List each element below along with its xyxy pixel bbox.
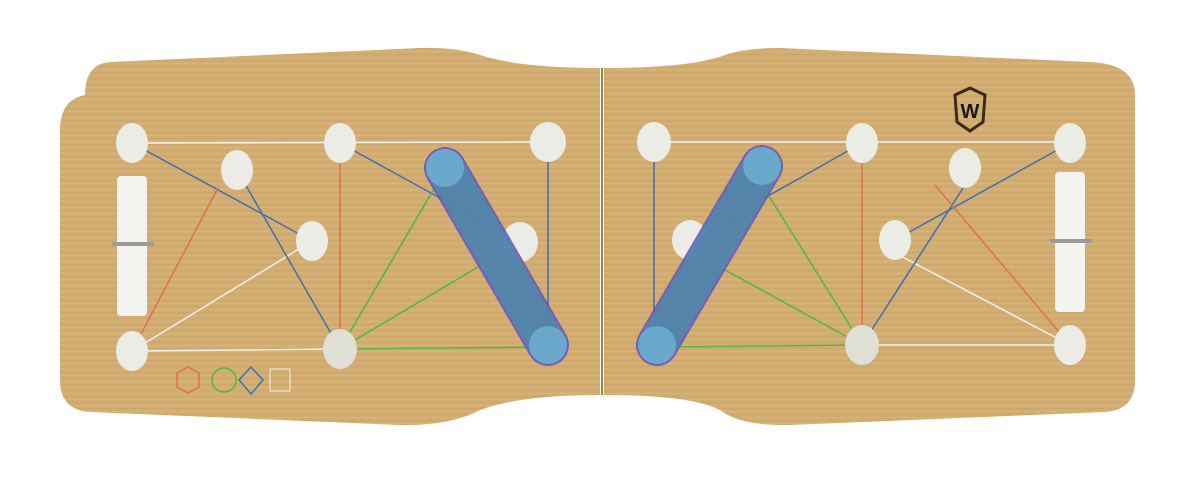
muscle-icons — [176, 365, 291, 396]
right-handle — [636, 145, 783, 366]
peg — [845, 325, 879, 365]
svg-text:W: W — [961, 101, 980, 123]
shoulder-muscle-icon — [237, 365, 265, 396]
brand-logo-icon: W — [953, 86, 987, 133]
arm-muscle-icon — [211, 367, 237, 393]
peg — [1054, 123, 1086, 163]
peg — [296, 221, 328, 261]
peg — [879, 220, 911, 260]
peg — [116, 331, 148, 371]
peg — [846, 123, 878, 163]
peg — [1054, 325, 1086, 365]
peg — [949, 148, 981, 188]
peg — [323, 329, 357, 369]
peg — [637, 122, 671, 162]
peg — [116, 123, 148, 163]
left-pegs — [116, 122, 566, 371]
right-slider-marker — [1050, 239, 1092, 243]
chest-muscle-icon — [176, 366, 200, 394]
left-slider-marker — [112, 242, 154, 246]
peg — [221, 150, 253, 190]
left-handle — [424, 147, 569, 366]
back-muscle-icon — [269, 368, 291, 392]
peg — [324, 123, 356, 163]
peg — [530, 122, 566, 162]
